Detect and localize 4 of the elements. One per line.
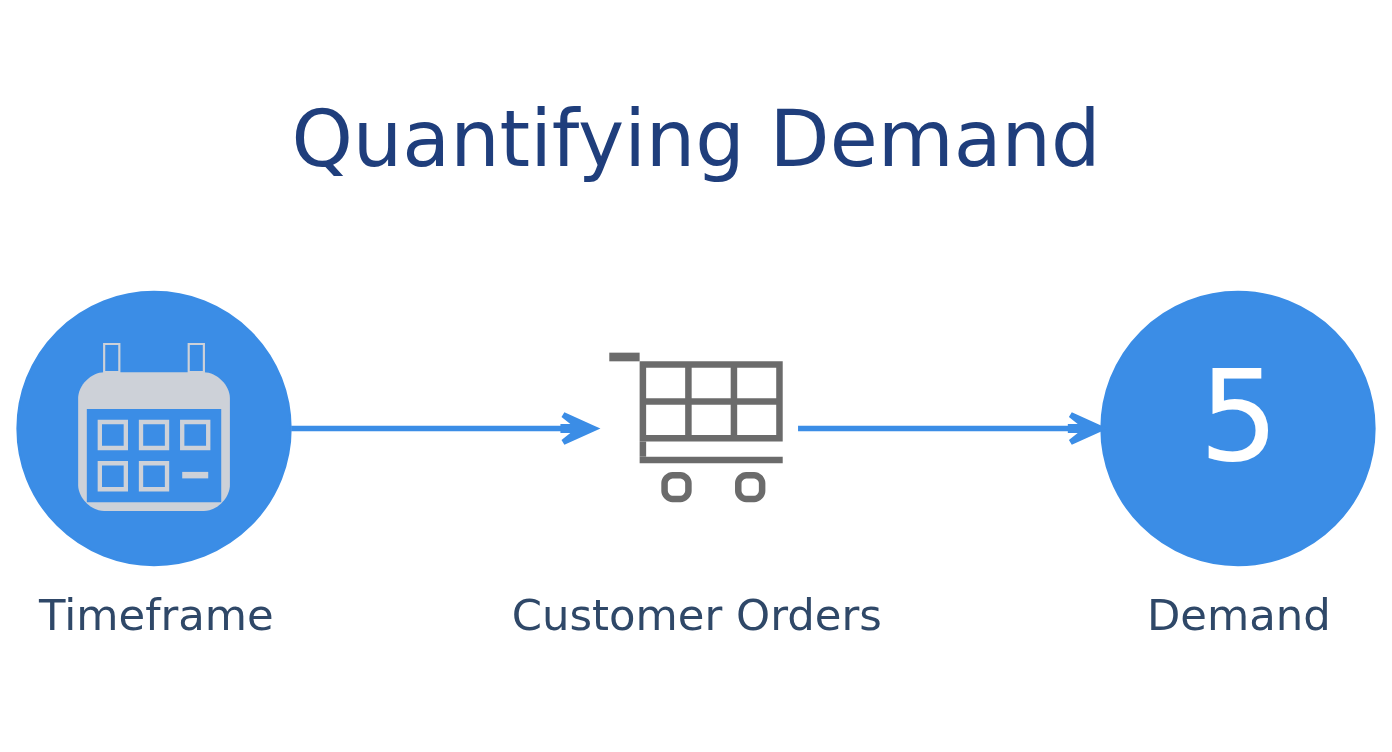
node-label: Demand (1146, 589, 1331, 640)
diagram-title: Quantifying Demand (291, 93, 1101, 184)
node-label: Timeframe (39, 589, 274, 640)
node-label: Customer Orders (511, 589, 882, 640)
